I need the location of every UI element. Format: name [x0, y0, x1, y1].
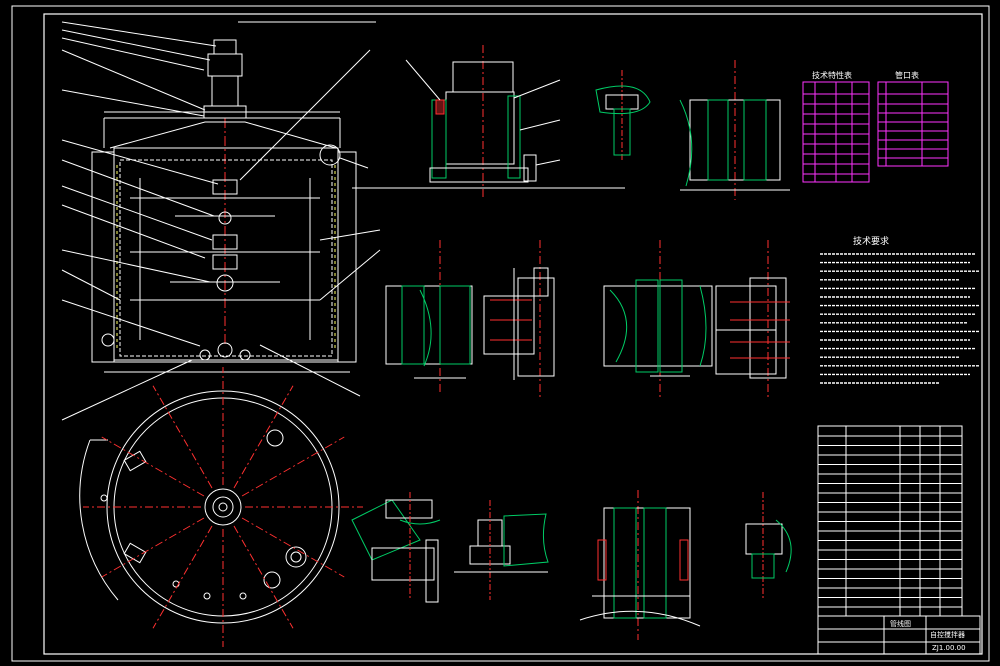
- parts-list: [817, 425, 963, 617]
- detail-X: [579, 490, 701, 640]
- requirements-lines: [820, 253, 980, 384]
- detail-XI: [745, 492, 792, 600]
- detail-V: [483, 240, 555, 398]
- detail-III: [679, 60, 790, 200]
- plan-spoke: [241, 436, 345, 497]
- outer-frame: [11, 5, 990, 662]
- plan-view-spokes: [83, 367, 363, 647]
- plan-spoke: [152, 385, 213, 489]
- requirements-title: 技术要求: [853, 235, 889, 247]
- detail-I: [352, 45, 625, 200]
- plan-spoke: [233, 385, 294, 489]
- inner-frame: [43, 13, 983, 655]
- title-block-company: 管线图: [890, 619, 911, 628]
- main-elevation: [61, 21, 381, 421]
- tech-char-title: 技术特性表: [812, 70, 852, 80]
- detail-VII: [715, 240, 790, 398]
- nozzle-table: [877, 81, 949, 167]
- plan-spoke: [233, 525, 294, 629]
- plan-spoke: [101, 436, 205, 497]
- plan-spoke: [152, 525, 213, 629]
- detail-IX: [454, 500, 549, 600]
- title-block-name: 自控搅拌器: [930, 630, 965, 639]
- detail-VIII: [351, 492, 441, 603]
- title-block: [817, 615, 981, 655]
- plan-spoke: [241, 517, 345, 578]
- nozzle-table-title: 管口表: [895, 70, 919, 80]
- detail-IV: [385, 240, 473, 395]
- title-block-number: ZJ1.00.00: [932, 644, 966, 652]
- detail-VI: [603, 240, 713, 398]
- detail-II: [595, 70, 651, 160]
- tech-char-table: [802, 81, 870, 183]
- plan-spoke: [101, 517, 205, 578]
